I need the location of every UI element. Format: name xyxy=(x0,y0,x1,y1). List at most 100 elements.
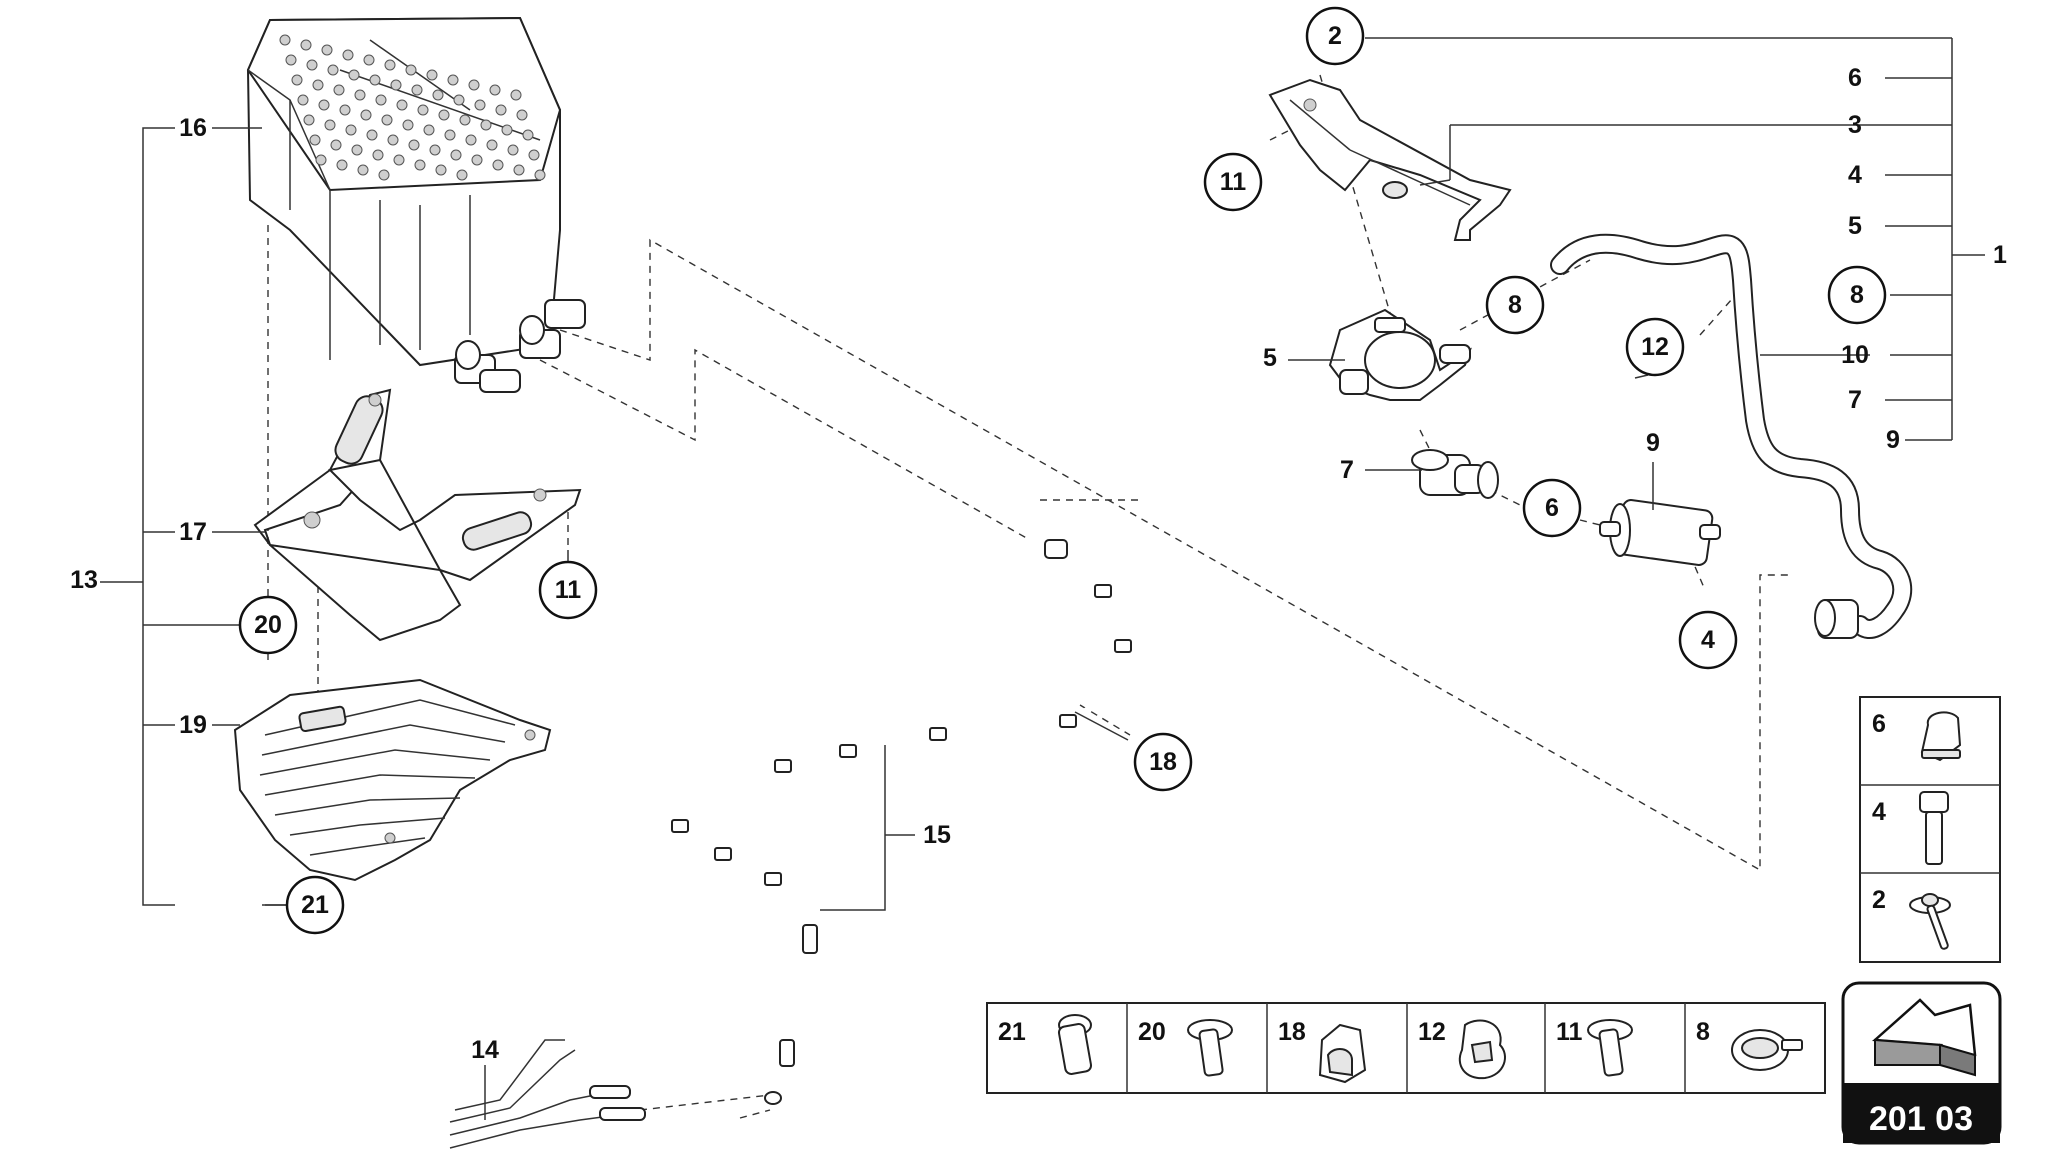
canister-perforation xyxy=(369,74,381,86)
canister-perforation xyxy=(450,149,462,161)
label-7: 7 xyxy=(1340,456,1354,484)
canister-perforation xyxy=(324,119,336,131)
canister-perforation xyxy=(501,124,513,136)
canister-perforation xyxy=(426,69,438,81)
label-14: 14 xyxy=(471,1036,499,1064)
canister-perforation xyxy=(486,139,498,151)
svg-text:2: 2 xyxy=(1328,22,1342,50)
label-9: 9 xyxy=(1646,429,1660,457)
label-17: 17 xyxy=(179,518,207,546)
canister-perforation xyxy=(405,64,417,76)
clip-holder-icon xyxy=(1318,1023,1367,1084)
hose-line-15 xyxy=(664,539,1132,1105)
callout-20: 20 xyxy=(238,595,298,655)
torx-bolt-icon xyxy=(1057,1014,1093,1075)
canister-perforation xyxy=(300,39,312,51)
filter-9 xyxy=(1599,499,1721,566)
svg-text:11: 11 xyxy=(555,576,582,604)
canister-perforation xyxy=(507,144,519,156)
canister-perforation xyxy=(510,89,522,101)
canister-perforation xyxy=(489,84,501,96)
bolt-icon xyxy=(1919,791,1949,865)
svg-text:12: 12 xyxy=(1641,333,1669,361)
canister-perforation xyxy=(321,44,333,56)
canister-top-texture xyxy=(279,34,546,181)
svg-text:4: 4 xyxy=(1701,626,1715,654)
legend-bottom-item-8: 8 xyxy=(1696,1018,1710,1046)
canister-perforation xyxy=(423,124,435,136)
legend-bottom-item-20: 20 xyxy=(1138,1018,1166,1046)
callout-8: 8 xyxy=(1485,275,1545,335)
canister-perforation xyxy=(471,154,483,166)
svg-text:11: 11 xyxy=(1220,168,1247,196)
pipe-ends-14 xyxy=(449,1039,646,1149)
canister-perforation xyxy=(513,164,525,176)
canister-perforation xyxy=(291,74,303,86)
canister-perforation xyxy=(522,129,534,141)
label-10: 10 xyxy=(1841,341,1869,369)
canister-perforation xyxy=(306,59,318,71)
canister-perforation xyxy=(357,164,369,176)
fastener-legend-bottom: 21 20 18 12 11 8 xyxy=(986,1002,1826,1094)
canister-perforation xyxy=(432,89,444,101)
canister-perforation xyxy=(327,64,339,76)
canister-perforation xyxy=(285,54,297,66)
callout-6: 6 xyxy=(1522,478,1582,538)
canister-perforation xyxy=(354,89,366,101)
canister-perforation xyxy=(468,79,480,91)
label-4: 4 xyxy=(1848,161,1862,189)
screw-washer-icon xyxy=(1909,893,1951,950)
legend-right-item-2: 2 xyxy=(1872,886,1886,914)
svg-text:21: 21 xyxy=(301,891,329,919)
label-19: 19 xyxy=(179,711,207,739)
canister-perforation xyxy=(342,49,354,61)
canister-perforation xyxy=(465,134,477,146)
canister-perforation xyxy=(363,54,375,66)
canister-perforation xyxy=(435,164,447,176)
legend-bottom-item-18: 18 xyxy=(1278,1018,1306,1046)
canister-perforation xyxy=(378,169,390,181)
hose-10 xyxy=(1550,233,1913,639)
callout-2: 2 xyxy=(1305,6,1365,66)
canister-perforation xyxy=(453,94,465,106)
canister-perforation xyxy=(438,109,450,121)
canister-perforation xyxy=(459,114,471,126)
callout-11-middle: 11 xyxy=(538,560,598,620)
label-9-right: 9 xyxy=(1886,426,1900,454)
canister-perforation xyxy=(390,79,402,91)
diagram-number: 201 03 xyxy=(1869,1100,1973,1138)
canister-perforation xyxy=(309,134,321,146)
arrow-icon xyxy=(1871,998,1977,1077)
charcoal-canister-16 xyxy=(246,16,586,393)
svg-text:8: 8 xyxy=(1850,281,1864,309)
canister-perforation xyxy=(333,84,345,96)
leader-lines xyxy=(100,37,1985,1120)
canister-perforation xyxy=(528,149,540,161)
valve-5 xyxy=(1328,308,1472,401)
callout-18: 18 xyxy=(1133,732,1193,792)
label-15: 15 xyxy=(923,821,951,849)
legend-bottom-item-12: 12 xyxy=(1418,1018,1446,1046)
double-clip-icon xyxy=(1458,1019,1506,1080)
label-5: 5 xyxy=(1263,344,1277,372)
label-3: 3 xyxy=(1848,111,1862,139)
circled-callouts: 2 11 8 12 6 4 8 11 20 18 21 xyxy=(238,6,1887,935)
legend-bottom-item-11: 11 xyxy=(1556,1018,1583,1046)
flange-screw-icon xyxy=(1587,1019,1633,1077)
bracket-3 xyxy=(1268,78,1512,241)
part-labels: 16 17 19 13 5 7 9 15 14 6 3 4 5 1 10 7 9 xyxy=(70,64,2007,1064)
canister-perforation xyxy=(393,154,405,166)
svg-text:8: 8 xyxy=(1508,291,1522,319)
diagram-number-badge: 201 03 xyxy=(1841,981,2002,1145)
canister-perforation xyxy=(411,84,423,96)
canister-perforation xyxy=(402,119,414,131)
canister-perforation xyxy=(345,124,357,136)
canister-perforation xyxy=(474,99,486,111)
label-6: 6 xyxy=(1848,64,1862,92)
canister-perforation xyxy=(351,144,363,156)
canister-perforation xyxy=(339,104,351,116)
canister-perforation xyxy=(366,129,378,141)
canister-perforation xyxy=(444,129,456,141)
legend-bottom-item-21: 21 xyxy=(998,1018,1026,1046)
